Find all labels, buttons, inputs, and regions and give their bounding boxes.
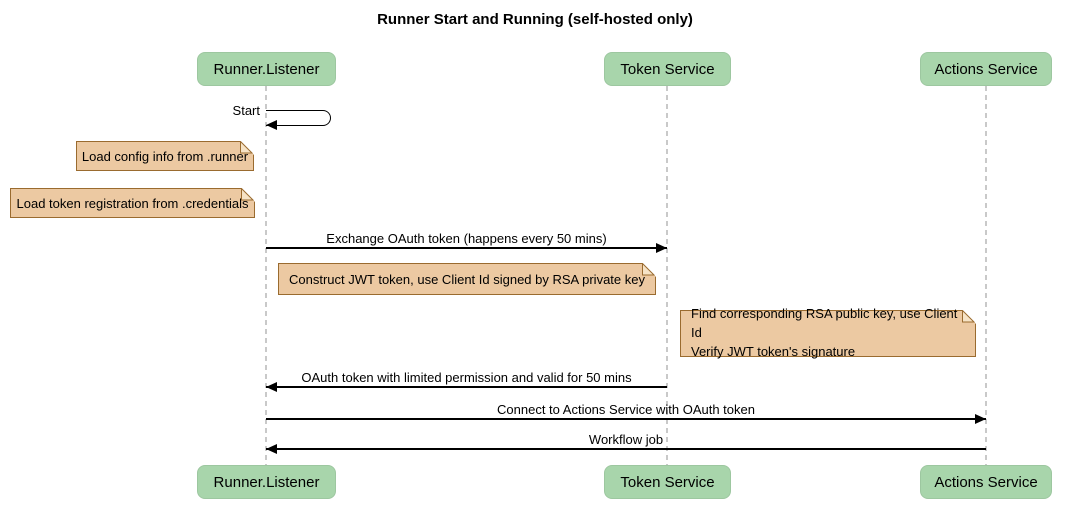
message-start-label: Start — [232, 103, 260, 118]
participant-label: Runner.Listener — [213, 60, 320, 78]
lifeline-runner-listener — [265, 86, 267, 465]
note-load-config: Load config info from .runner — [76, 141, 254, 171]
participant-label: Runner.Listener — [213, 473, 320, 491]
arrowhead-icon — [266, 444, 277, 454]
participant-token-service-top: Token Service — [604, 52, 731, 86]
arrowhead-icon — [266, 382, 277, 392]
message-exchange-oauth-label: Exchange OAuth token (happens every 50 m… — [326, 231, 607, 246]
message-workflow-job-label: Workflow job — [588, 432, 664, 447]
note-text: Construct JWT token, use Client Id signe… — [289, 271, 645, 287]
message-oauth-token-line — [266, 386, 667, 388]
message-exchange-oauth-line — [266, 247, 667, 249]
participant-label: Token Service — [620, 60, 715, 78]
lifeline-token-service — [666, 86, 668, 465]
arrowhead-icon — [266, 120, 277, 130]
note-fold-icon — [642, 263, 656, 277]
participant-runner-listener-top: Runner.Listener — [197, 52, 336, 86]
note-construct-jwt: Construct JWT token, use Client Id signe… — [278, 263, 656, 295]
note-fold-icon — [241, 188, 255, 202]
note-fold-icon — [962, 310, 976, 324]
lifeline-actions-service — [985, 86, 987, 465]
participant-actions-service-bottom: Actions Service — [920, 465, 1052, 499]
message-workflow-job-line — [266, 448, 986, 450]
participant-actions-service-top: Actions Service — [920, 52, 1052, 86]
participant-label: Token Service — [620, 473, 715, 491]
note-text: Load token registration from .credential… — [16, 195, 249, 211]
note-fold-icon — [240, 141, 254, 155]
participant-runner-listener-bottom: Runner.Listener — [197, 465, 336, 499]
message-connect-actions-line — [266, 418, 986, 420]
participant-token-service-bottom: Token Service — [604, 465, 731, 499]
note-verify-jwt: Find corresponding RSA public key, use C… — [680, 306, 976, 359]
message-connect-actions-label: Connect to Actions Service with OAuth to… — [497, 402, 755, 417]
diagram-title: Runner Start and Running (self-hosted on… — [377, 11, 693, 28]
message-oauth-token-label: OAuth token with limited permission and … — [301, 370, 632, 385]
participant-label: Actions Service — [934, 473, 1038, 491]
message-start-self-loop — [266, 110, 331, 126]
arrowhead-icon — [975, 414, 986, 424]
participant-label: Actions Service — [934, 60, 1038, 78]
note-text: Find corresponding RSA public key, use C… — [691, 306, 958, 359]
note-text: Load config info from .runner — [81, 148, 249, 164]
arrowhead-icon — [656, 243, 667, 253]
note-load-token-registration: Load token registration from .credential… — [10, 188, 255, 218]
